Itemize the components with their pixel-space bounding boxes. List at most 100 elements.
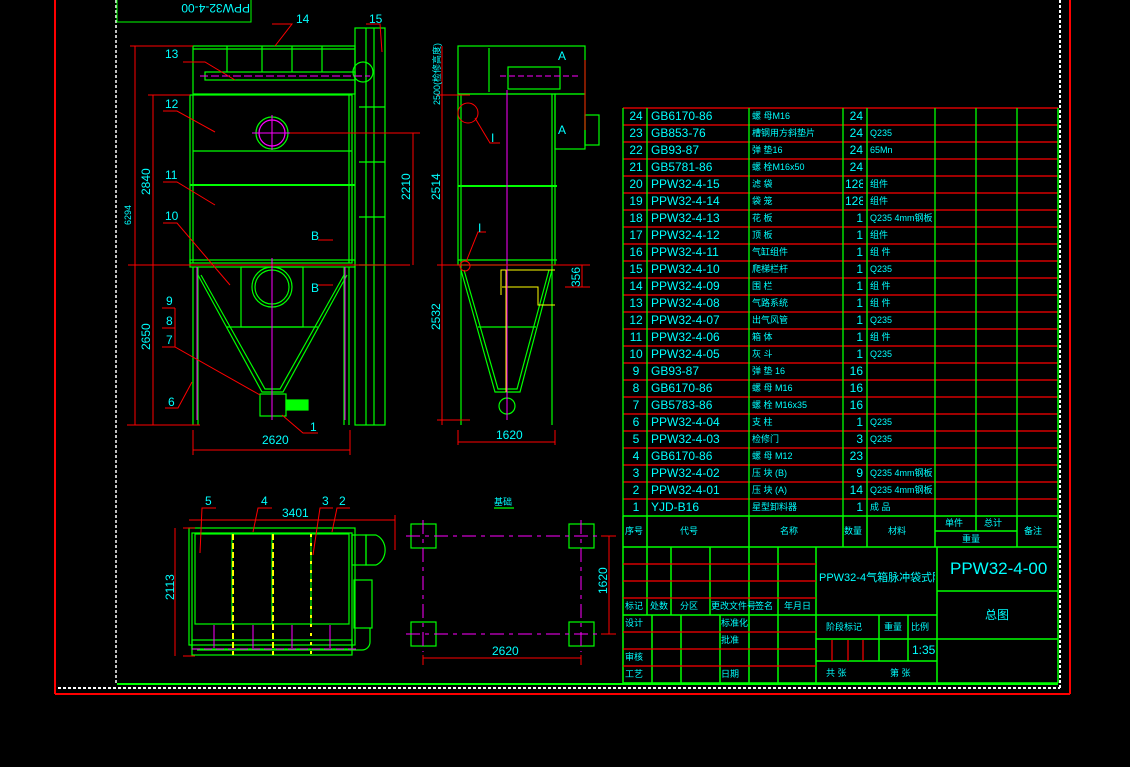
cell-no: 18 bbox=[629, 211, 643, 225]
cell-no: 12 bbox=[629, 313, 643, 327]
callout-14: 14 bbox=[296, 12, 310, 26]
dim-length: 3401 bbox=[282, 506, 309, 520]
cell-qty: 1 bbox=[856, 415, 863, 429]
cell-code: GB93-87 bbox=[651, 364, 700, 378]
header-unit: 单件 bbox=[945, 518, 964, 528]
cell-qty: 1 bbox=[856, 211, 863, 225]
cell-material: Q235 bbox=[870, 315, 893, 325]
process-label: 工艺 bbox=[625, 669, 644, 679]
cell-qty: 24 bbox=[849, 109, 863, 123]
cell-name: 滤 袋 bbox=[752, 179, 773, 189]
front-view-dimensions bbox=[127, 23, 420, 455]
cell-code: GB5783-86 bbox=[651, 398, 713, 412]
cell-no: 16 bbox=[629, 245, 643, 259]
sheets-total: 共 张 bbox=[826, 668, 847, 678]
drawing-number: PPW32-4-00 bbox=[950, 559, 1048, 578]
cell-no: 11 bbox=[629, 330, 643, 344]
cell-name: 压 块 (B) bbox=[752, 468, 787, 478]
rev-doc: 更改文件号 bbox=[711, 601, 757, 611]
cell-name: 压 块 (A) bbox=[752, 485, 787, 495]
cell-code: PPW32-4-10 bbox=[651, 262, 720, 276]
cell-material: Q235 bbox=[870, 417, 893, 427]
cell-code: PPW32-4-12 bbox=[651, 228, 720, 242]
cell-qty: 1 bbox=[856, 313, 863, 327]
cell-qty: 1 bbox=[856, 330, 863, 344]
cell-qty: 128 bbox=[845, 194, 863, 208]
cell-code: PPW32-4-03 bbox=[651, 432, 720, 446]
front-view-labels: 14 15 13 12 11 10 9 8 7 6 1 B B 2620 629… bbox=[123, 12, 413, 447]
cell-qty: 1 bbox=[856, 296, 863, 310]
side-view-dimensions bbox=[437, 46, 590, 445]
cell-qty: 16 bbox=[849, 381, 863, 395]
cell-name: 袋 笼 bbox=[752, 196, 773, 206]
section-mark-b: B bbox=[311, 281, 319, 295]
plan-view-dimensions bbox=[174, 507, 396, 657]
cell-no: 1 bbox=[632, 500, 640, 514]
cell-material: 组件 bbox=[870, 196, 889, 206]
cell-name: 围 栏 bbox=[752, 281, 773, 291]
cell-material: Q235 4mm钢板 bbox=[870, 485, 933, 495]
header-qty: 数量 bbox=[844, 526, 863, 536]
cell-material: 组 件 bbox=[870, 332, 891, 342]
cell-no: 19 bbox=[629, 194, 643, 208]
callout-11: 11 bbox=[165, 168, 178, 182]
cell-code: YJD-B16 bbox=[651, 500, 700, 514]
callout-4: 4 bbox=[261, 494, 268, 508]
section-mark-b: B bbox=[311, 229, 319, 243]
section-mark-a: A bbox=[558, 123, 566, 137]
sheet-title: 总图 bbox=[985, 608, 1010, 622]
dim-top: 2500(检修高度) bbox=[431, 43, 442, 105]
cell-name: 支 柱 bbox=[752, 417, 773, 427]
design-label: 设计 bbox=[625, 618, 644, 628]
plan-view bbox=[188, 527, 386, 656]
header-remark: 备注 bbox=[1024, 526, 1043, 536]
callout-13: 13 bbox=[165, 47, 179, 61]
dim-total-height: 6294 bbox=[123, 205, 133, 225]
sheet-border bbox=[54, 0, 1071, 695]
drawing-title: PPW32-4气箱脉冲袋式除尘器 bbox=[819, 572, 935, 584]
header-weight: 重量 bbox=[962, 534, 981, 544]
cell-material: 组 件 bbox=[870, 281, 891, 291]
dim-depth: 1620 bbox=[596, 567, 610, 594]
cell-material: 成 品 bbox=[870, 502, 891, 512]
stage-mark-label: 阶段标记 bbox=[826, 622, 863, 632]
cell-material: 组 件 bbox=[870, 298, 891, 308]
cell-no: 13 bbox=[629, 296, 643, 310]
dim-bottom: 2532 bbox=[429, 303, 443, 330]
cell-qty: 1 bbox=[856, 228, 863, 242]
cell-code: PPW32-4-06 bbox=[651, 330, 720, 344]
side-view-labels: 2500(检修高度) 2514 2532 356 1620 I I A A bbox=[429, 43, 583, 442]
header-code: 代号 bbox=[680, 526, 699, 536]
foundation-title: 基础 bbox=[494, 496, 512, 507]
dim-width: 2620 bbox=[262, 433, 289, 447]
cell-no: 2 bbox=[632, 483, 640, 497]
cell-name: 螺 栓M16x50 bbox=[752, 162, 805, 172]
side-view-hidden bbox=[500, 269, 555, 392]
cell-code: PPW32-4-15 bbox=[651, 177, 720, 191]
rev-date: 年月日 bbox=[784, 601, 812, 611]
cell-no: 5 bbox=[632, 432, 640, 446]
dim-offset: 356 bbox=[569, 267, 583, 287]
callout-12: 12 bbox=[165, 97, 179, 111]
dim-lower: 2650 bbox=[139, 323, 153, 350]
cell-no: 23 bbox=[629, 126, 643, 140]
cell-code: PPW32-4-13 bbox=[651, 211, 720, 225]
callout-2: 2 bbox=[339, 494, 346, 508]
cell-name: 箱 体 bbox=[752, 332, 773, 342]
detail-mark-i: I bbox=[478, 221, 481, 235]
cell-material: Q235 bbox=[870, 128, 893, 138]
cell-no: 3 bbox=[632, 466, 640, 480]
header-material: 材料 bbox=[888, 526, 907, 536]
cell-no: 17 bbox=[629, 228, 643, 242]
cell-qty: 16 bbox=[849, 398, 863, 412]
cell-name: 弹 垫 16 bbox=[752, 366, 786, 376]
cell-no: 8 bbox=[632, 381, 640, 395]
cell-qty: 1 bbox=[856, 279, 863, 293]
cell-code: PPW32-4-04 bbox=[651, 415, 720, 429]
cell-name: 槽钢用方斜垫片 bbox=[752, 128, 816, 138]
header-total: 总计 bbox=[984, 518, 1003, 528]
side-view-centerlines bbox=[500, 75, 580, 420]
cell-code: GB6170-86 bbox=[651, 109, 713, 123]
cell-qty: 1 bbox=[856, 262, 863, 276]
cell-name: 螺 栓 M16x35 bbox=[752, 400, 808, 410]
